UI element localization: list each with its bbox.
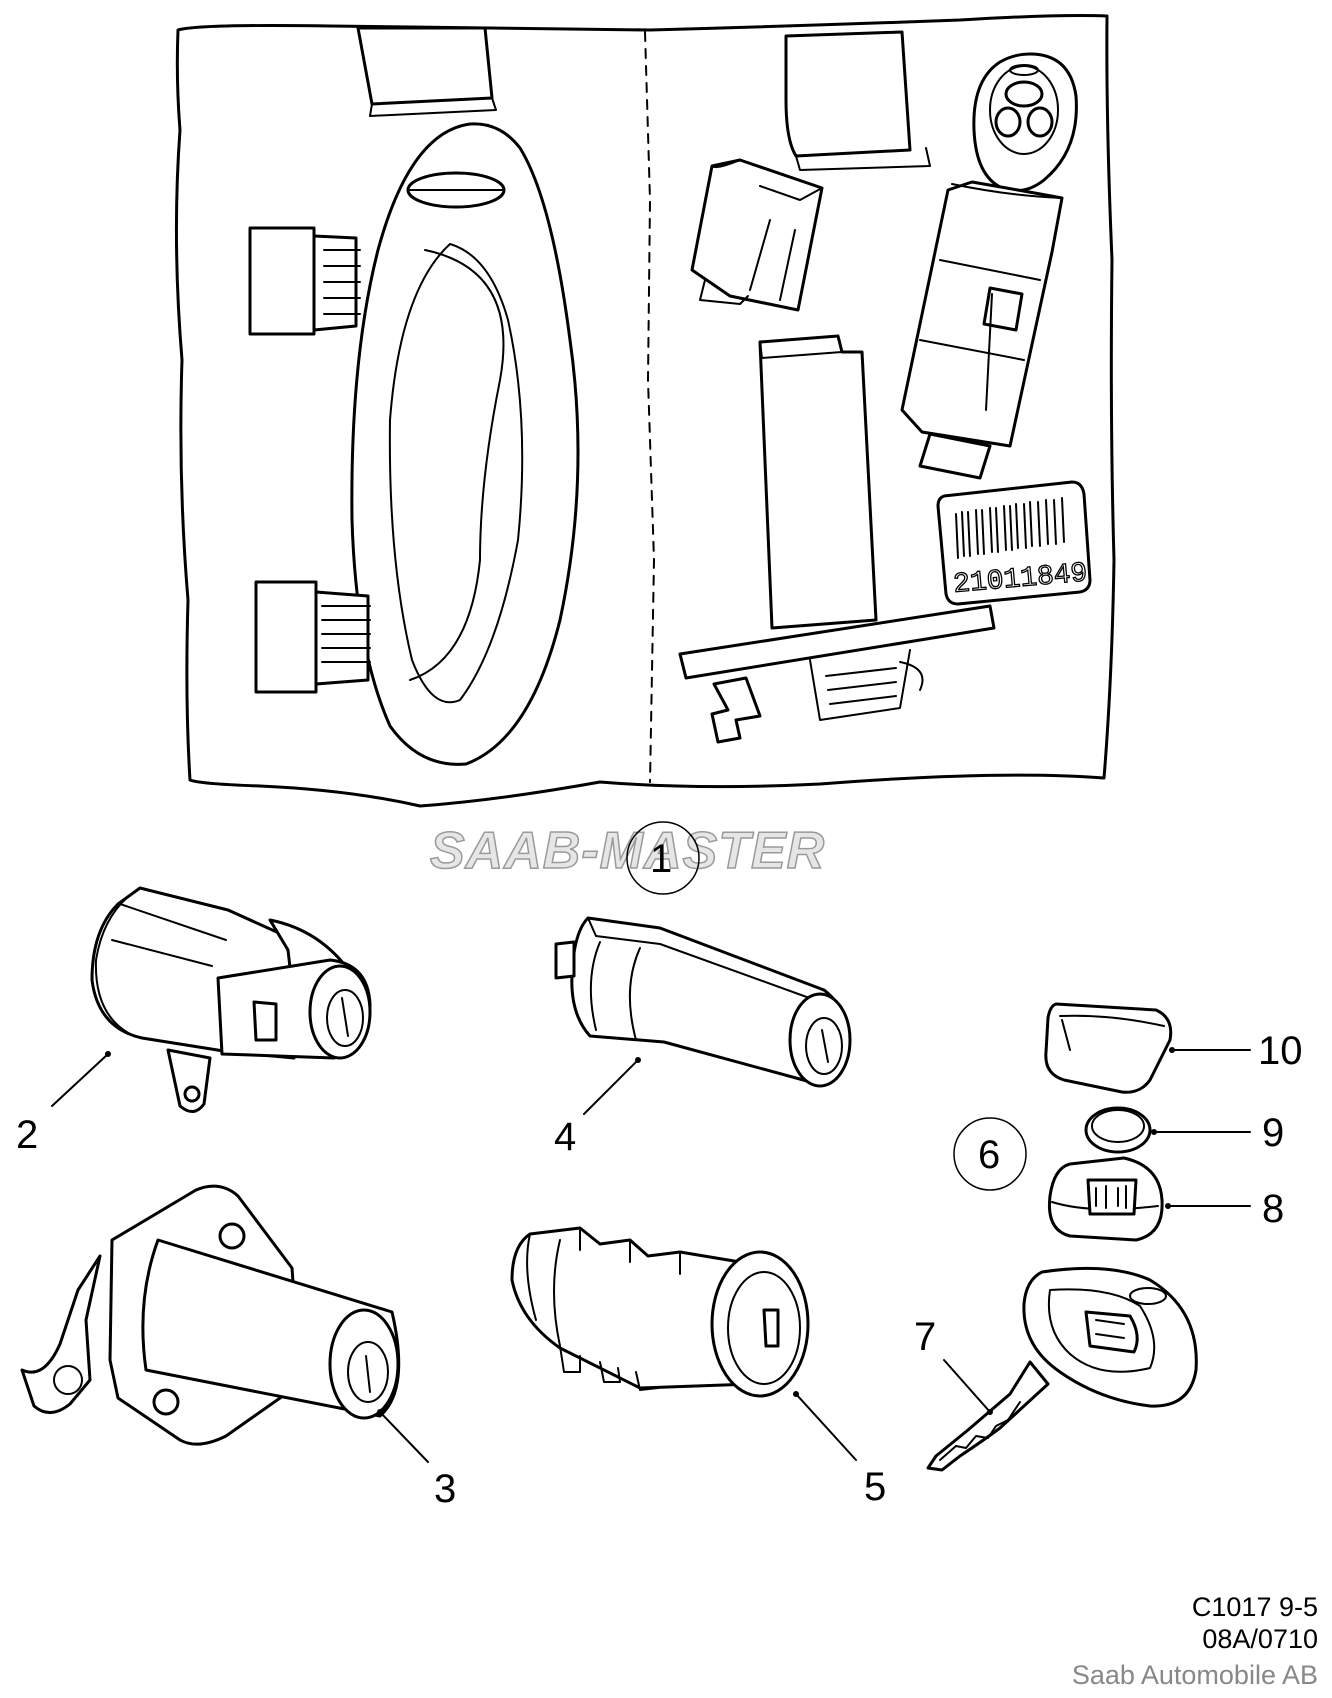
callout-8: 8: [1165, 1187, 1284, 1231]
key-fob-circuit-board: [1047, 1156, 1164, 1242]
callout-4: 4: [554, 1057, 641, 1159]
svg-text:3: 3: [434, 1467, 456, 1511]
key-fob-cover: [1044, 1002, 1173, 1094]
ignition-lock-cylinder: [554, 916, 852, 1088]
svg-text:6: 6: [978, 1133, 1000, 1177]
svg-text:2: 2: [16, 1113, 38, 1157]
door-handle: [248, 122, 580, 766]
boot-lock-cylinder: [20, 1184, 401, 1446]
callout-7: 7: [914, 1315, 993, 1415]
coin-battery: [1084, 1106, 1152, 1154]
lock-kit-package: 21011849: [174, 14, 1116, 808]
diagram-revision: 08A/0710: [1202, 1624, 1318, 1654]
key-with-remote-head: [926, 1266, 1198, 1472]
company-name: Saab Automobile AB: [1072, 1660, 1318, 1690]
steering-lock-in-package: [678, 334, 996, 744]
ignition-switch-in-package: [900, 180, 1064, 480]
svg-text:10: 10: [1258, 1029, 1303, 1073]
callout-2: 2: [16, 1051, 111, 1157]
svg-text:5: 5: [864, 1465, 886, 1509]
callout-1: 1: [626, 821, 700, 895]
callout-6: 6: [953, 1117, 1027, 1191]
svg-text:4: 4: [554, 1115, 576, 1159]
lock-cylinder-insert: [510, 1226, 810, 1398]
svg-text:1: 1: [650, 837, 672, 881]
door-lock-cylinder: [90, 886, 372, 1113]
diagram-code: C1017 9-5: [1192, 1592, 1318, 1622]
callout-10: 10: [1169, 1029, 1303, 1073]
callout-5: 5: [793, 1391, 886, 1509]
key-fob-in-package: [972, 52, 1078, 193]
svg-text:7: 7: [914, 1315, 936, 1359]
callout-3: 3: [377, 1409, 456, 1511]
callout-9: 9: [1151, 1111, 1284, 1155]
barcode-label: 21011849: [936, 480, 1092, 606]
svg-text:8: 8: [1262, 1187, 1284, 1231]
lock-cylinder-in-package: [690, 158, 824, 312]
svg-text:9: 9: [1262, 1111, 1284, 1155]
